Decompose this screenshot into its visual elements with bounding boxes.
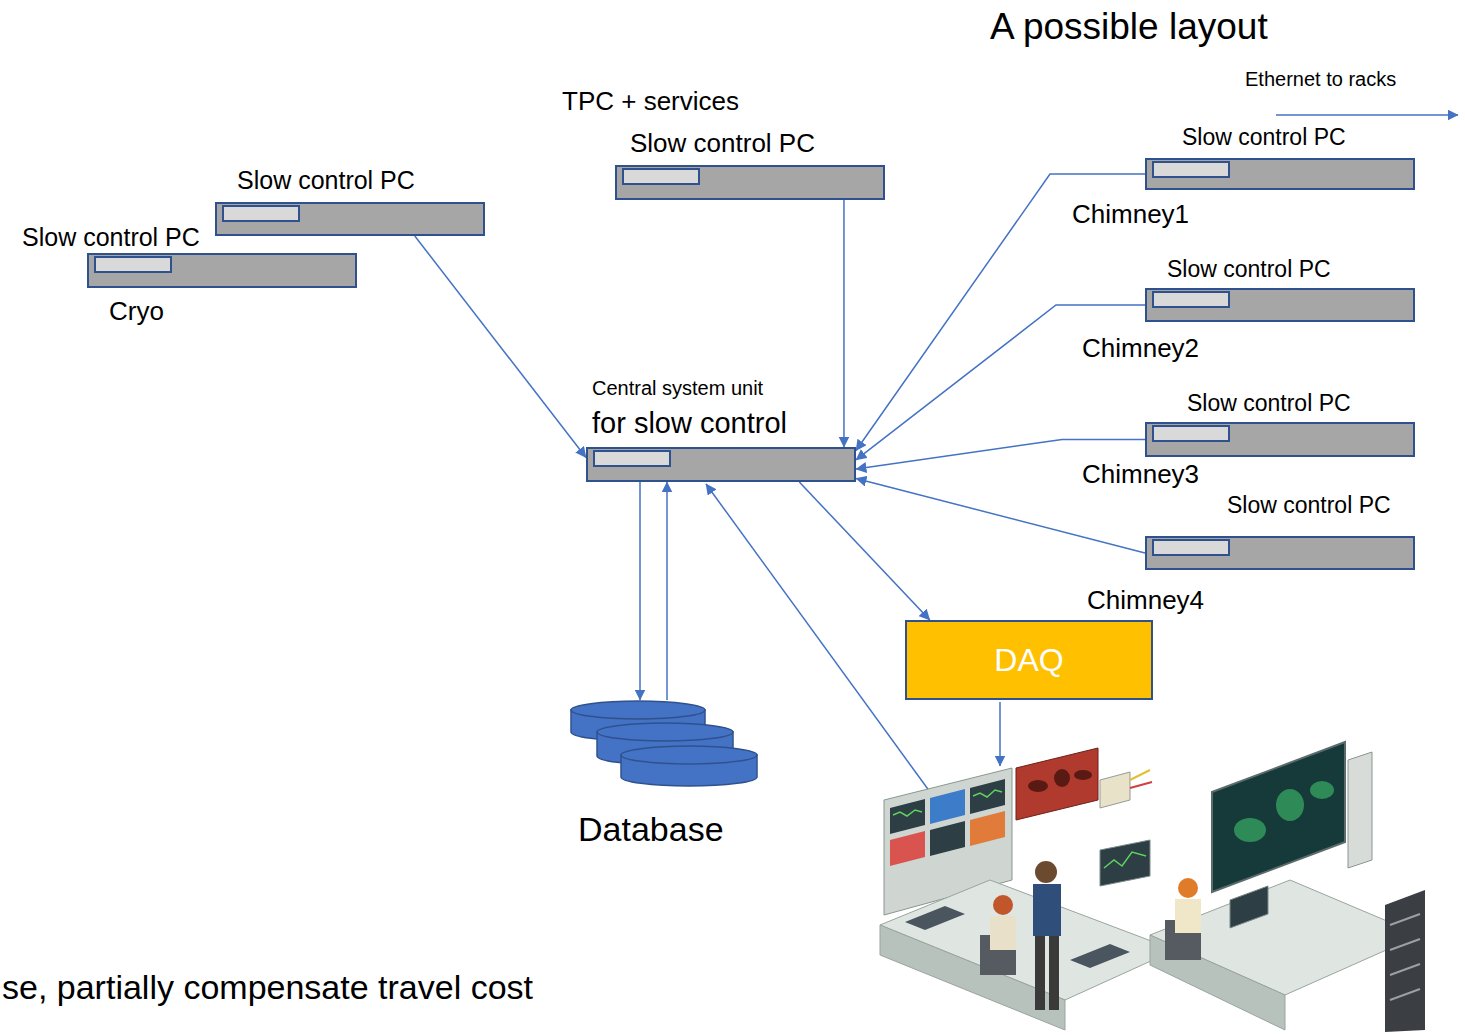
rack-slot — [1390, 939, 1420, 950]
person-head — [1178, 878, 1198, 898]
cable — [1130, 782, 1152, 788]
pc-label: Slow control PC — [630, 129, 815, 159]
pc-label: Slow control PC — [237, 166, 415, 195]
pc-label: Slow control PC — [1167, 256, 1331, 282]
drive-slot — [1152, 161, 1230, 178]
group-name: Chimney4 — [1087, 586, 1204, 616]
server-rack — [1385, 890, 1425, 1032]
connector-arrow — [799, 482, 930, 620]
unit-label: Central system unit — [592, 377, 763, 400]
pc-unit: TPC + servicesSlow control PC — [615, 165, 885, 200]
person-leg — [1049, 934, 1059, 1010]
map-land — [1276, 789, 1304, 821]
daq-box: DAQ — [905, 620, 1153, 700]
desk-monitor — [1100, 840, 1150, 886]
rack-slot — [1390, 914, 1420, 925]
unit-label: for slow control — [592, 407, 787, 440]
screen-trace — [893, 810, 922, 816]
connector-arrow — [843, 200, 845, 447]
drive-slot — [1152, 425, 1230, 442]
map-screen — [1016, 748, 1098, 820]
connector-arrow — [415, 236, 586, 458]
cable — [1130, 770, 1150, 780]
keyboard — [1070, 944, 1130, 968]
keyboard — [905, 906, 965, 930]
drive-slot — [1152, 291, 1230, 308]
person-body — [1033, 884, 1061, 936]
daq-label: DAQ — [907, 642, 1151, 679]
daq-to-control-room — [999, 702, 1001, 766]
big-screen — [1212, 742, 1345, 892]
map-land — [1234, 818, 1266, 842]
screen — [930, 821, 965, 856]
person-leg — [1035, 934, 1045, 1010]
person-body — [990, 916, 1016, 950]
console-desk — [880, 880, 1175, 1000]
connector-arrow — [856, 479, 1145, 554]
equipment-box — [1100, 772, 1130, 808]
database-symbol: Database — [570, 700, 758, 788]
pc-unit: Slow control PCChimney1 — [1145, 158, 1415, 190]
desk-monitor — [1230, 886, 1268, 928]
pc-unit: Slow control PCChimney2 — [1145, 288, 1415, 322]
person-head — [1035, 861, 1057, 883]
screen — [890, 799, 925, 834]
screen-trace — [973, 790, 1002, 797]
drive-slot — [222, 205, 300, 222]
screen — [970, 779, 1005, 814]
screen — [930, 789, 965, 824]
pc-label: Slow control PC — [1227, 492, 1391, 518]
pc-unit: Slow control PCCryo — [87, 253, 357, 288]
screen — [890, 831, 925, 866]
diagram-title: A possible layout — [990, 6, 1268, 49]
control-room-illustration — [880, 742, 1425, 1032]
map-land — [1310, 781, 1334, 799]
rack-slot — [1390, 989, 1420, 1000]
map-land — [1054, 769, 1070, 787]
console-front — [880, 925, 1065, 1030]
connector-arrow — [639, 482, 641, 700]
drive-slot — [593, 450, 671, 467]
cylinder-top — [597, 723, 733, 741]
connector-arrow — [666, 482, 668, 700]
pc-unit: Slow control PCChimney3 — [1145, 422, 1415, 457]
pc-label: Slow control PC — [22, 223, 200, 252]
pc-unit: Slow control PC — [215, 202, 485, 236]
pc-label: Slow control PC — [1187, 390, 1351, 416]
side-panel — [1348, 752, 1372, 868]
group-name: Chimney3 — [1082, 460, 1199, 490]
rack-slot — [1390, 964, 1420, 975]
connector-arrow — [856, 305, 1145, 460]
group-name: Chimney2 — [1082, 334, 1199, 364]
cylinder-top — [621, 746, 757, 764]
group-name: Cryo — [109, 297, 164, 327]
group-name: Chimney1 — [1072, 200, 1189, 230]
database-cylinders — [570, 700, 758, 788]
drive-slot — [94, 256, 172, 273]
person-body — [1175, 899, 1201, 933]
map-land — [1074, 770, 1092, 780]
screen-trace — [1104, 852, 1146, 868]
group-name: TPC + services — [562, 87, 739, 117]
pc-unit: Slow control PCChimney4 — [1145, 536, 1415, 570]
pc-unit: Central system unitfor slow control — [586, 447, 856, 482]
ethernet-arrow — [1276, 114, 1458, 116]
pc-label: Slow control PC — [1182, 124, 1346, 150]
cylinder-top — [571, 701, 705, 719]
person-head — [993, 895, 1013, 915]
drive-slot — [1152, 539, 1230, 556]
drive-slot — [622, 168, 700, 185]
map-land — [1028, 780, 1048, 792]
screen — [970, 811, 1005, 846]
footnote: se, partially compensate travel cost — [2, 968, 533, 1007]
network-note: Ethernet to racks — [1245, 68, 1396, 91]
database-label: Database — [578, 810, 724, 849]
